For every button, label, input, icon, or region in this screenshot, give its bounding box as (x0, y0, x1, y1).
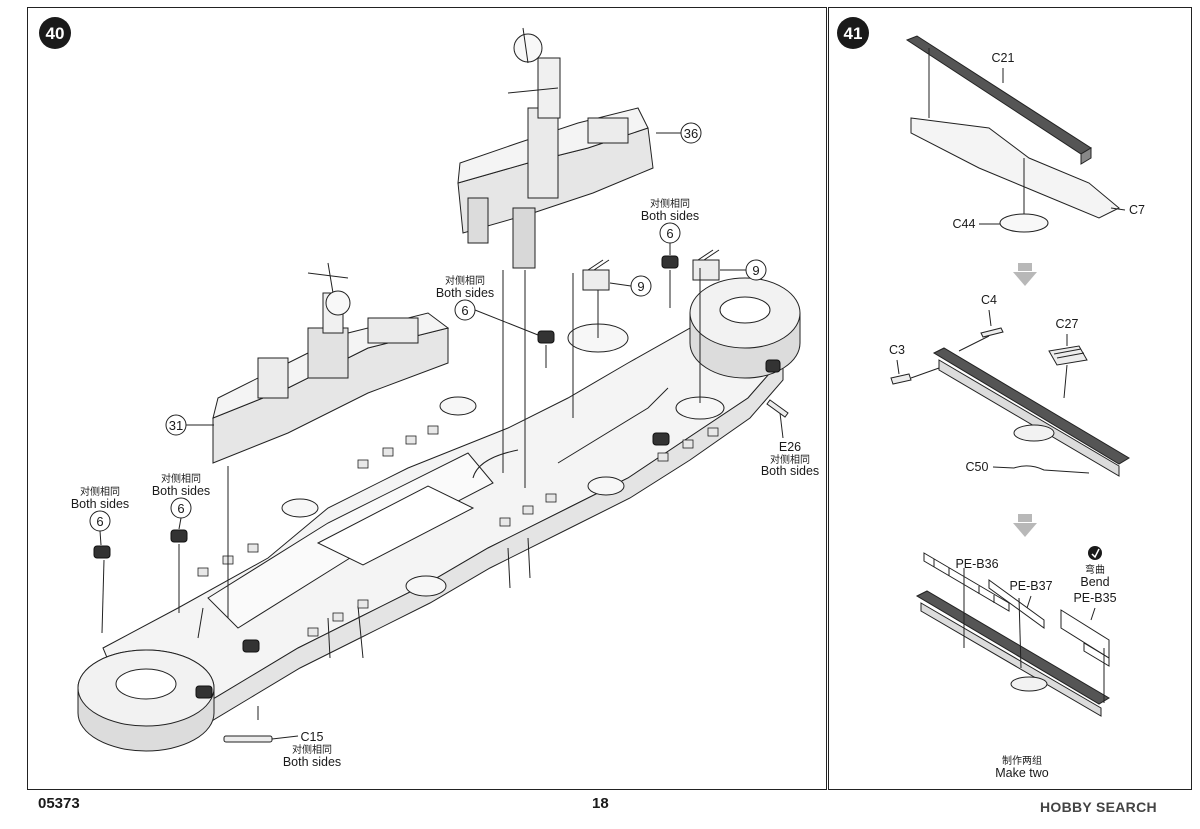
svg-text:对侧相同: 对侧相同 (80, 485, 120, 498)
svg-text:Both sides: Both sides (641, 209, 699, 223)
part-pe-b35-shape (1060, 609, 1110, 667)
callout-9-left: 9 (609, 275, 652, 297)
stage3-assembly (915, 590, 1110, 717)
svg-text:PE-B37: PE-B37 (1009, 579, 1052, 593)
svg-text:Make two: Make two (995, 766, 1049, 780)
deck-rails (197, 387, 669, 659)
svg-text:C3: C3 (889, 343, 905, 357)
stern-ring (77, 649, 215, 752)
svg-text:Bend: Bend (1080, 575, 1109, 589)
step-40-diagram: 40 (39, 17, 819, 769)
down-arrow-2 (1013, 514, 1037, 537)
svg-text:Both sides: Both sides (283, 755, 341, 769)
part-pe-b37-shape (988, 579, 1045, 629)
turret-part-9-right (692, 249, 720, 281)
callout-6-center: 对侧相同 Both sides 6 (436, 274, 539, 336)
bow-ring (689, 277, 801, 379)
callout-31: 31 (165, 414, 214, 436)
step-41-badge: 41 (837, 17, 869, 49)
svg-text:E26: E26 (779, 440, 801, 454)
svg-text:PE-B35: PE-B35 (1073, 591, 1116, 605)
stage3-guides (963, 568, 1105, 703)
turret-seat-forward (281, 323, 725, 597)
step-41-diagram: 41 C21 C7 C44 (837, 17, 1145, 780)
svg-text:31: 31 (169, 418, 183, 433)
watermark-logo: HOBBY SEARCH (1040, 799, 1157, 815)
main-hull-deck (102, 297, 789, 744)
stage1-disc-c44 (999, 213, 1049, 233)
bend-icon (1088, 546, 1102, 560)
svg-text:9: 9 (637, 279, 644, 294)
svg-text:6: 6 (461, 303, 468, 318)
product-code: 05373 (38, 795, 80, 812)
label-c21: C21 (992, 51, 1015, 83)
label-c7: C7 (1110, 203, 1145, 217)
label-c3: C3 (889, 343, 905, 375)
part-e26-shape (766, 399, 789, 418)
step-40-number: 40 (46, 24, 65, 43)
turret-part-9-left (582, 259, 610, 291)
svg-text:6: 6 (666, 226, 673, 241)
svg-text:Both sides: Both sides (71, 497, 129, 511)
page-number: 18 (592, 795, 609, 812)
part-c15-shape (223, 735, 273, 743)
stage2-guides (910, 335, 1068, 399)
svg-text:对侧相同: 对侧相同 (650, 197, 690, 210)
label-make-two: 制作两组 Make two (995, 754, 1049, 780)
forward-island-superstructure (457, 27, 654, 269)
svg-text:C15: C15 (301, 730, 324, 744)
callout-6-upper-right: 对侧相同 Both sides 6 (641, 197, 699, 255)
aft-island-superstructure (212, 262, 450, 464)
label-e26: E26 对侧相同 Both sides (761, 412, 819, 478)
stage1-strip-c21 (905, 35, 1092, 165)
svg-text:Both sides: Both sides (152, 484, 210, 498)
svg-text:对侧相同: 对侧相同 (770, 453, 810, 466)
stage1-base-plate-c7 (910, 117, 1120, 219)
assembly-arrows (101, 268, 701, 720)
svg-text:制作两组: 制作两组 (1002, 754, 1042, 767)
svg-text:C7: C7 (1129, 203, 1145, 217)
callout-6-far-left: 对侧相同 Both sides 6 (71, 485, 129, 546)
svg-text:对侧相同: 对侧相同 (292, 743, 332, 756)
callout-6-left: 对侧相同 Both sides 6 (152, 472, 210, 530)
svg-text:9: 9 (752, 263, 759, 278)
label-bend: 弯曲 Bend (1080, 563, 1109, 589)
svg-text:C27: C27 (1056, 317, 1079, 331)
label-c4: C4 (981, 293, 997, 327)
stage1-arrows (928, 48, 1025, 214)
svg-text:36: 36 (684, 126, 698, 141)
part-c3-shape (890, 373, 912, 385)
svg-text:C50: C50 (966, 460, 989, 474)
part-c50-shape (1013, 465, 1090, 474)
svg-text:C44: C44 (953, 217, 976, 231)
step-40-panel: 40 (27, 7, 827, 790)
part-c4-shape (980, 327, 1004, 338)
label-c50: C50 (966, 460, 1015, 474)
svg-text:对侧相同: 对侧相同 (445, 274, 485, 287)
svg-text:6: 6 (177, 501, 184, 516)
down-arrow-1 (1013, 263, 1037, 286)
label-pe-b35: PE-B35 (1073, 591, 1117, 621)
part-c27-shape (1048, 345, 1088, 366)
stage2-assembly (932, 347, 1130, 477)
svg-text:Both sides: Both sides (761, 464, 819, 478)
svg-text:C4: C4 (981, 293, 997, 307)
step-41-panel: 41 C21 C7 C44 (828, 7, 1192, 790)
svg-text:6: 6 (96, 514, 103, 529)
svg-text:对侧相同: 对侧相同 (161, 472, 201, 485)
svg-text:Both sides: Both sides (436, 286, 494, 300)
label-c27: C27 (1056, 317, 1079, 346)
callout-9-right: 9 (720, 259, 767, 281)
svg-text:弯曲: 弯曲 (1085, 563, 1105, 576)
label-pe-b37: PE-B37 (1009, 579, 1053, 609)
svg-text:PE-B36: PE-B36 (955, 557, 998, 571)
label-pe-b36: PE-B36 (955, 557, 998, 571)
label-c44: C44 (953, 217, 1000, 231)
callout-36: 36 (656, 122, 702, 144)
svg-text:C21: C21 (992, 51, 1015, 65)
step-41-number: 41 (844, 24, 863, 43)
raft-part-6-group (93, 255, 781, 699)
step-40-badge: 40 (39, 17, 71, 49)
label-c15: C15 对侧相同 Both sides (271, 730, 341, 769)
